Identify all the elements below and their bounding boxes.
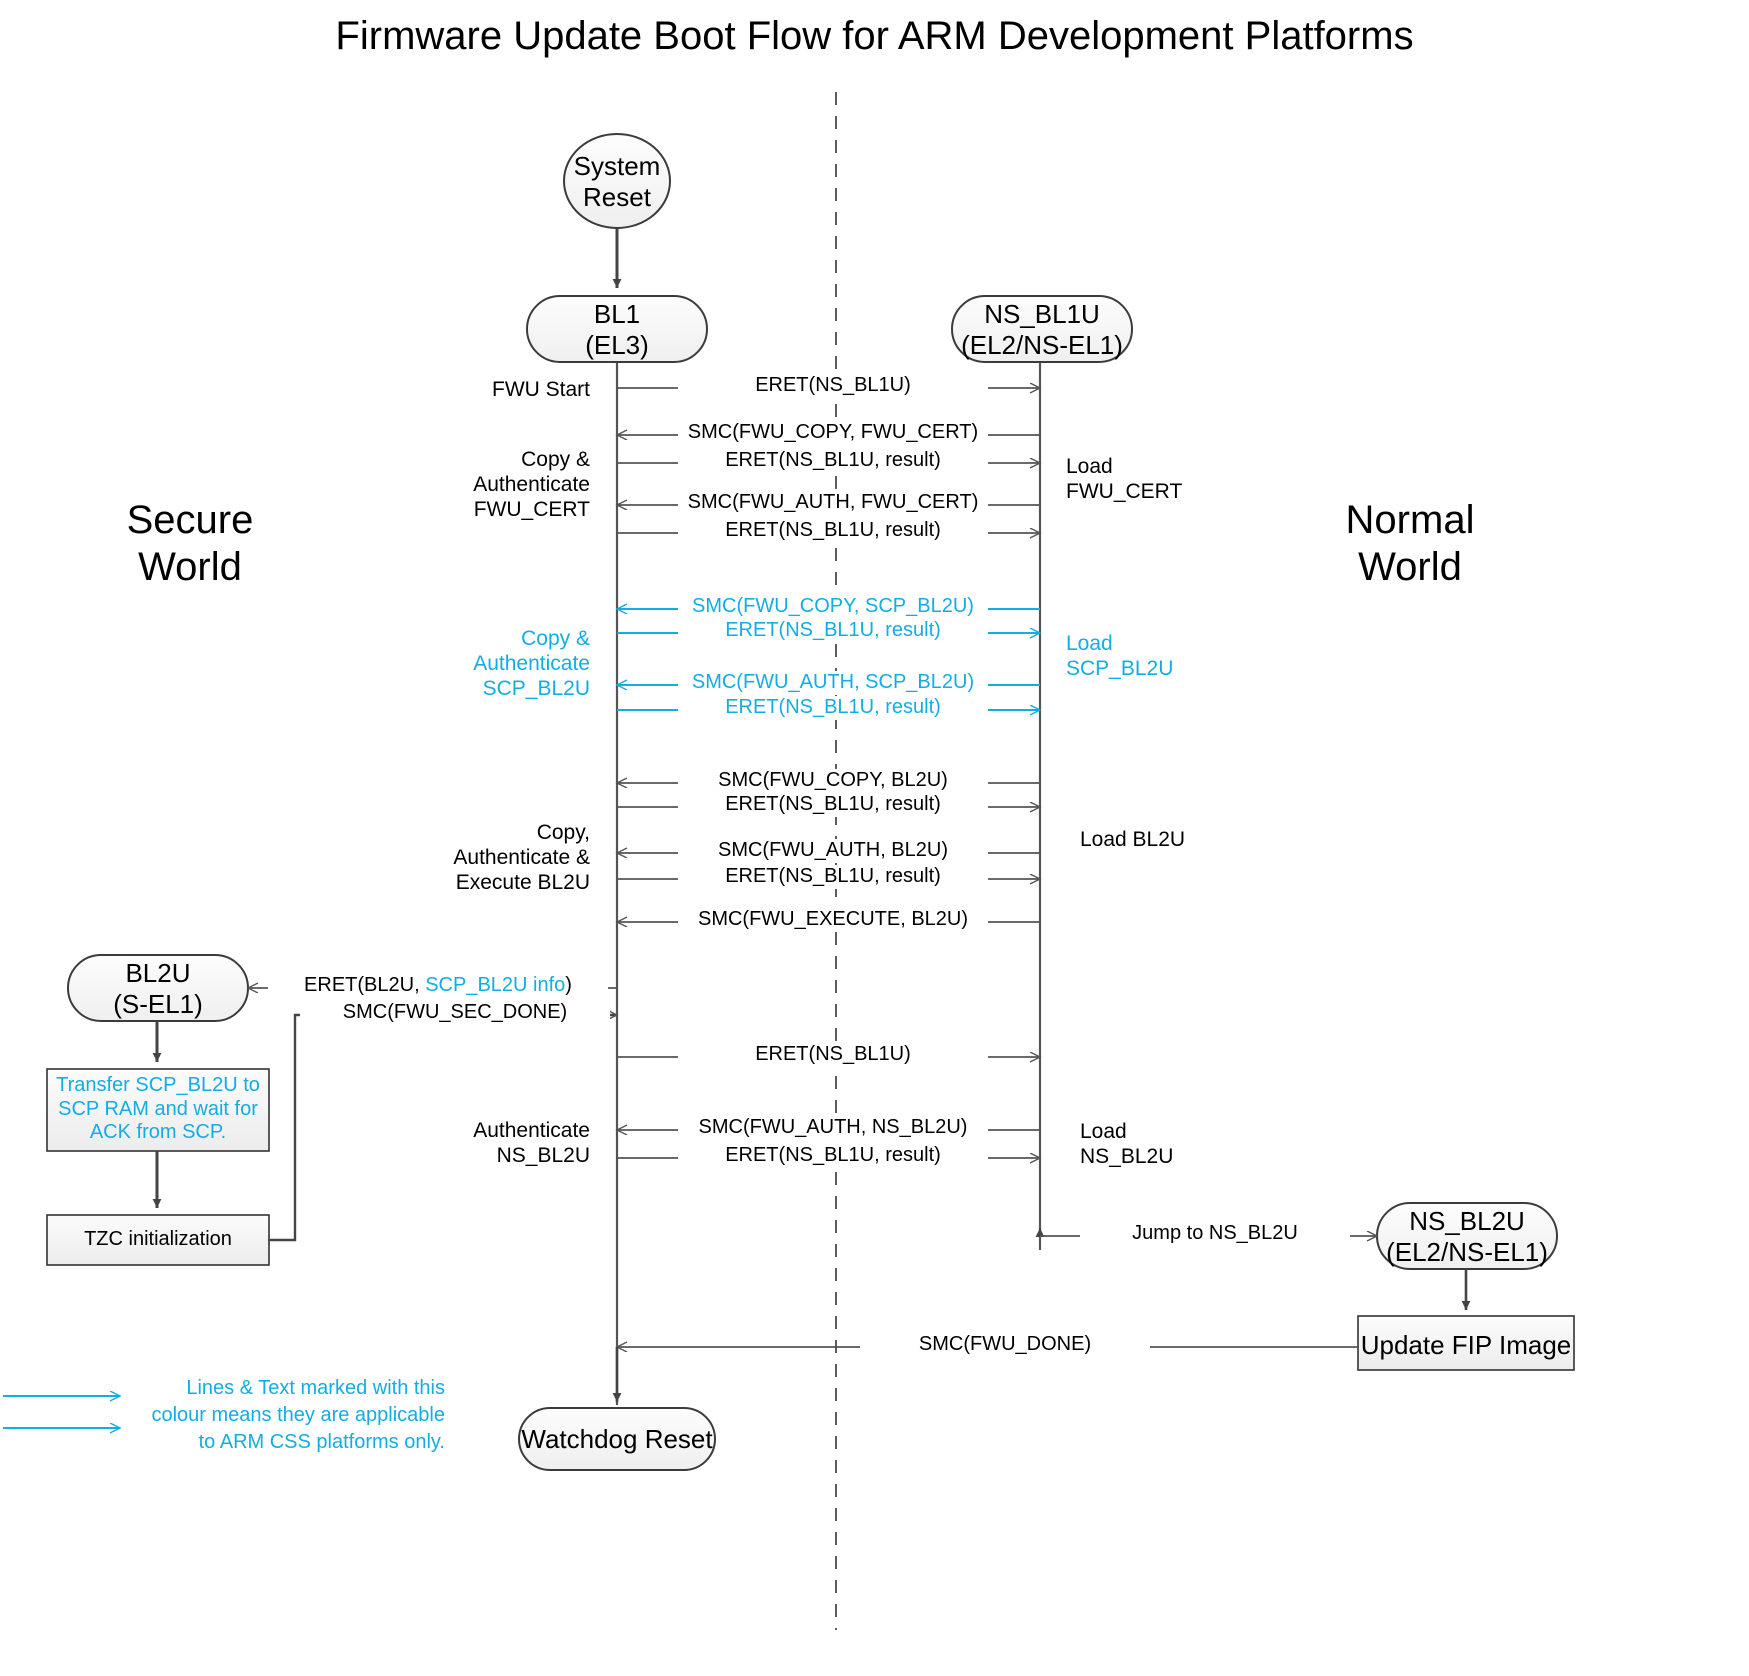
node-ns-bl2u[interactable]: NS_BL2U (EL2/NS-EL1) (1386, 1206, 1548, 1267)
message-part-scp-bl2u-info: SCP_BL2U info (425, 974, 566, 996)
box-update-fip-image: Update FIP Image (1360, 1330, 1572, 1360)
label-copy-authenticate-fwu-cert: Copy & Authenticate FWU_CERT (473, 448, 590, 521)
box-tzc-initialization: TZC initialization (84, 1228, 232, 1250)
message-smc-fwu-auth-bl2u: SMC(FWU_AUTH, BL2U) (678, 839, 988, 863)
message-smc-fwu-done: SMC(FWU_DONE) (860, 1333, 1150, 1357)
message-eret-ns-bl1u-result-7: ERET(NS_BL1U, result) (678, 1144, 988, 1168)
label-fwu-start: FWU Start (492, 378, 590, 401)
message-smc-fwu-sec-done: SMC(FWU_SEC_DONE) (300, 1001, 610, 1025)
node-bl2u[interactable]: BL2U (S-EL1) (113, 958, 203, 1019)
label-copy-authenticate-scp-bl2u: Copy & Authenticate SCP_BL2U (473, 627, 590, 700)
message-part-a: ERET(BL2U, (304, 974, 426, 996)
message-eret-ns-bl1u-2: ERET(NS_BL1U) (678, 1043, 988, 1067)
message-eret-ns-bl1u-result-5: ERET(NS_BL1U, result) (678, 793, 988, 817)
message-smc-fwu-auth-fwu-cert: SMC(FWU_AUTH, FWU_CERT) (678, 491, 988, 515)
message-eret-ns-bl1u-result-4: ERET(NS_BL1U, result) (678, 696, 988, 720)
message-eret-ns-bl1u-result-6: ERET(NS_BL1U, result) (678, 865, 988, 889)
message-eret-bl2u-scp-bl2u-info: ERET(BL2U, SCP_BL2U info) (268, 974, 608, 998)
node-watchdog-reset[interactable]: Watchdog Reset (521, 1424, 713, 1454)
secure-world-label: Secure World (126, 498, 254, 590)
message-eret-ns-bl1u-result-3: ERET(NS_BL1U, result) (678, 619, 988, 643)
message-smc-fwu-auth-scp-bl2u: SMC(FWU_AUTH, SCP_BL2U) (678, 671, 988, 695)
message-smc-fwu-execute-bl2u: SMC(FWU_EXECUTE, BL2U) (678, 908, 988, 932)
message-part-c: ) (565, 974, 572, 996)
page-title: Firmware Update Boot Flow for ARM Develo… (335, 14, 1414, 58)
legend-text: Lines & Text marked with this colour mea… (151, 1377, 445, 1453)
label-load-scp-bl2u: Load SCP_BL2U (1066, 632, 1174, 680)
label-authenticate-ns-bl2u: Authenticate NS_BL2U (473, 1119, 590, 1167)
message-eret-ns-bl1u-1: ERET(NS_BL1U) (678, 374, 988, 398)
node-ns-bl1u[interactable]: NS_BL1U (EL2/NS-EL1) (961, 299, 1123, 360)
message-eret-ns-bl1u-result-1: ERET(NS_BL1U, result) (678, 449, 988, 473)
box-transfer-scp-bl2u: Transfer SCP_BL2U to SCP RAM and wait fo… (56, 1074, 260, 1144)
message-jump-to-ns-bl2u: Jump to NS_BL2U (1080, 1222, 1350, 1246)
label-load-fwu-cert: Load FWU_CERT (1066, 455, 1183, 503)
label-copy-authenticate-execute-bl2u: Copy, Authenticate & Execute BL2U (453, 821, 590, 894)
message-eret-ns-bl1u-result-2: ERET(NS_BL1U, result) (678, 519, 988, 543)
normal-world-label: Normal World (1345, 498, 1475, 590)
message-smc-fwu-copy-scp-bl2u: SMC(FWU_COPY, SCP_BL2U) (678, 595, 988, 619)
message-smc-fwu-copy-fwu-cert: SMC(FWU_COPY, FWU_CERT) (678, 421, 988, 445)
node-system-reset[interactable]: System Reset (573, 151, 661, 212)
message-smc-fwu-auth-ns-bl2u: SMC(FWU_AUTH, NS_BL2U) (678, 1116, 988, 1140)
message-smc-fwu-copy-bl2u: SMC(FWU_COPY, BL2U) (678, 769, 988, 793)
node-bl1[interactable]: BL1 (EL3) (585, 299, 649, 360)
label-load-bl2u: Load BL2U (1080, 828, 1186, 851)
label-load-ns-bl2u: Load NS_BL2U (1080, 1120, 1174, 1168)
